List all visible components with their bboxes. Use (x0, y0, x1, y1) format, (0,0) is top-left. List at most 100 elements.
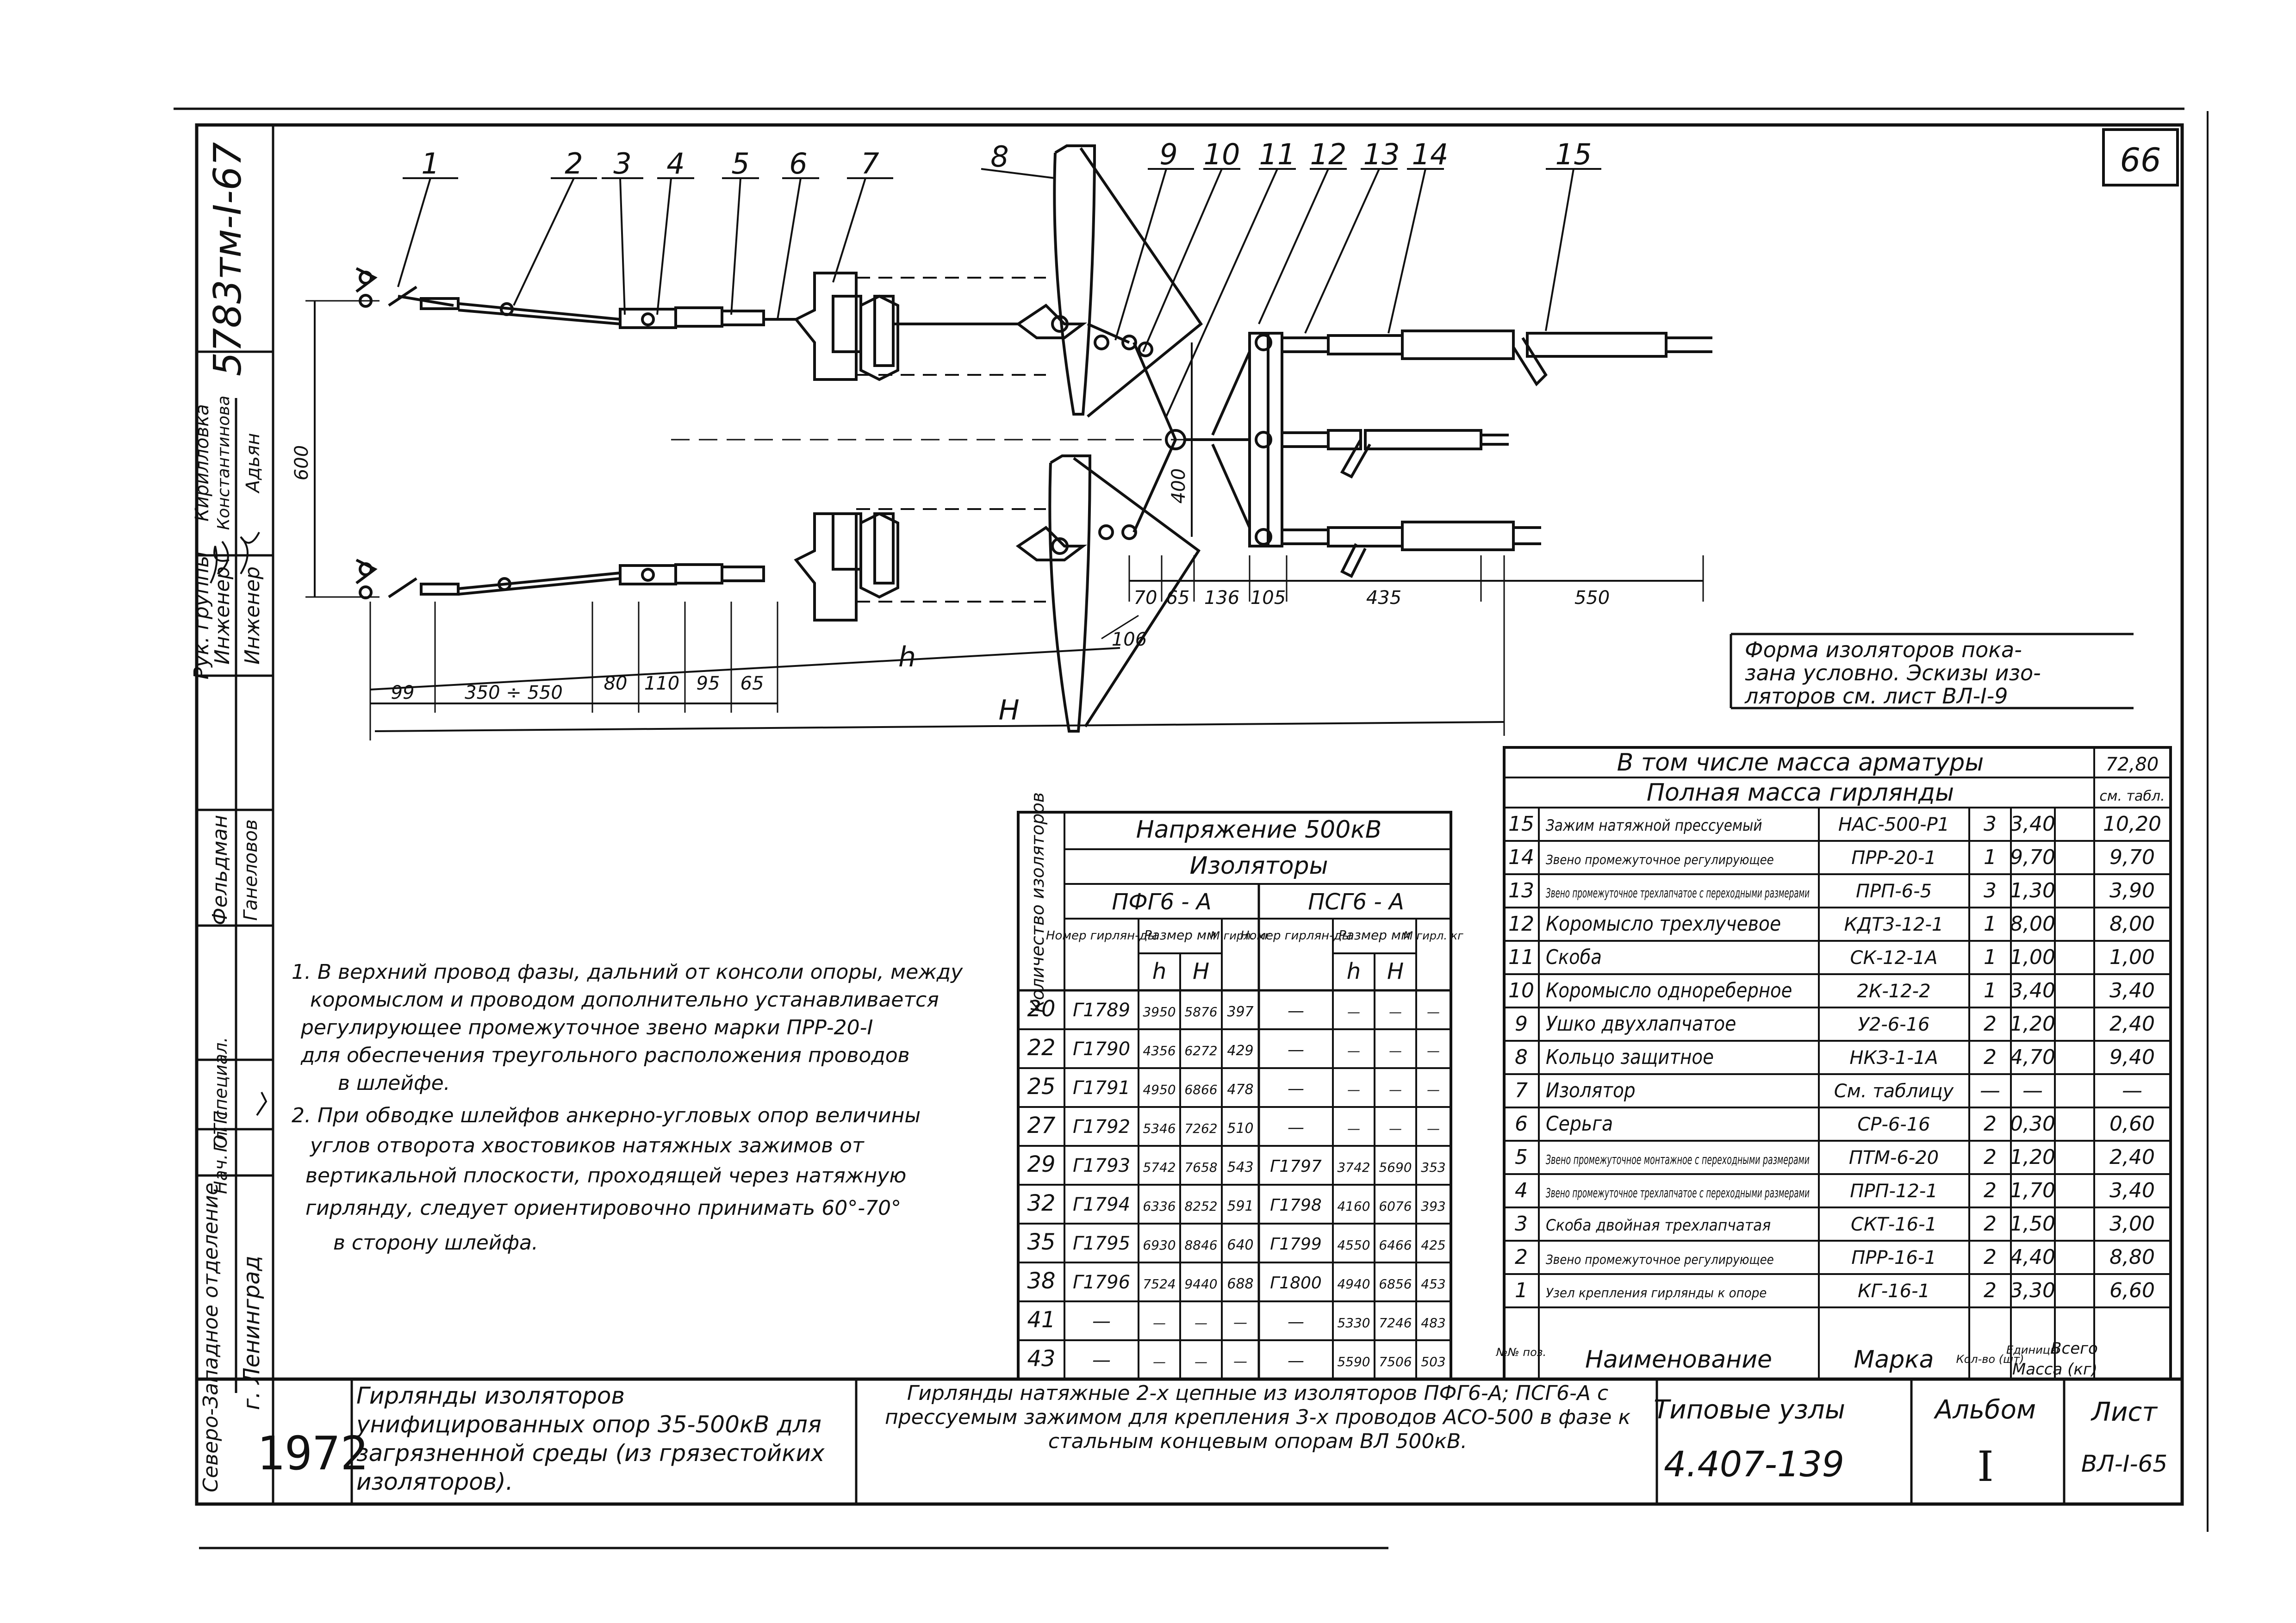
dim-550: 550 (1574, 587, 1610, 609)
parts-cell: 2 (1515, 1245, 1528, 1269)
ins-cell: 4550 (1337, 1237, 1370, 1253)
note-box-line-2: зана условно. Эскизы изо- (1745, 660, 2041, 685)
ins-cell: 3742 (1337, 1160, 1370, 1175)
ins-cell: 4940 (1337, 1276, 1370, 1292)
ins-cell: 8252 (1184, 1199, 1217, 1214)
role-inzhener-1: Инженер (211, 566, 234, 665)
callout-6: 6 (789, 147, 807, 180)
parts-cell: 2 (1984, 1112, 1997, 1136)
name-ganelovov: Ганеловов (240, 819, 261, 920)
ins-cell: 5330 (1337, 1315, 1370, 1331)
typical-nodes-value: 4.407-139 (1664, 1443, 1844, 1485)
dim-65b: 65 (740, 673, 764, 694)
ins-cell: — (1427, 1121, 1440, 1136)
note-box-line-3: ляторов см. лист ВЛ-I-9 (1744, 684, 2008, 709)
ins-cell: 6930 (1143, 1237, 1176, 1253)
album-label: Альбом (1934, 1395, 2036, 1425)
ins-cell: 7262 (1184, 1121, 1217, 1136)
ins-cell: 7506 (1379, 1354, 1412, 1369)
ins-cell: 393 (1421, 1199, 1445, 1214)
ins-cell: 5690 (1379, 1160, 1412, 1175)
parts-cell: 4,40 (2010, 1245, 2055, 1269)
ins-cell: Г1791 (1073, 1077, 1130, 1099)
parts-cell: СР-6-16 (1857, 1114, 1930, 1135)
parts-cell: 2К-12-2 (1857, 981, 1930, 1002)
ins-cell: 7524 (1143, 1276, 1176, 1292)
parts-cell: 0,30 (2010, 1112, 2055, 1136)
callout-1: 1 (421, 147, 439, 180)
ins-cell: 29 (1027, 1151, 1055, 1177)
dim-95: 95 (697, 673, 720, 694)
parts-cell: Звено промежуточное регулирующее (1546, 1252, 1774, 1267)
parts-cell: 3 (1984, 879, 1997, 902)
ins-cell: 5346 (1143, 1121, 1176, 1136)
ins-cell: 43 (1027, 1346, 1055, 1372)
side-stamp: 5783тм-I-67 Рук. группы Инженер Инженер … (190, 125, 274, 1504)
parts-cell: 1 (1984, 945, 1997, 969)
parts-cell: КГ-16-1 (1858, 1281, 1930, 1302)
parts-cell: 2 (1984, 1279, 1997, 1302)
mass-total-label: Полная масса гирлянды (1647, 779, 1954, 807)
ins-cell: 6076 (1379, 1199, 1412, 1214)
parts-cell: 2 (1984, 1245, 1997, 1269)
ins-cell: — (1389, 1043, 1402, 1058)
parts-cell: 4 (1515, 1179, 1528, 1202)
ins-cell: Г1794 (1073, 1194, 1130, 1215)
ins-cell: — (1347, 1082, 1360, 1097)
ins-cell: 6336 (1143, 1199, 1176, 1214)
parts-cell: 8,00 (2010, 912, 2055, 936)
ins-cell: — (1195, 1354, 1207, 1369)
note-line-8: вертикальной плоскости, проходящей через… (305, 1164, 906, 1188)
parts-cell: 2 (1984, 1045, 1997, 1069)
ins-cell: — (1389, 1004, 1402, 1020)
ins-cell: 6866 (1184, 1082, 1217, 1097)
parts-cell: 0,60 (2109, 1112, 2155, 1136)
ins-col-number-2: Номер гирлян-ды (1240, 929, 1351, 943)
ins-cell: 27 (1027, 1113, 1056, 1138)
ins-cell: — (1233, 1354, 1247, 1370)
org-name: Северо-Западное отделение (199, 1182, 223, 1492)
parts-cell: 9,70 (2010, 846, 2055, 869)
callout-15: 15 (1556, 137, 1592, 171)
dim-400: 400 (1168, 468, 1189, 504)
parts-cell: 8,00 (2109, 912, 2155, 936)
parts-cell: 9 (1515, 1012, 1528, 1036)
parts-cell: 7 (1515, 1079, 1528, 1102)
role-nach-otp: Нач. ОТП (211, 1111, 231, 1194)
ins-cell: — (1347, 1043, 1360, 1058)
ins-cell: Г1789 (1073, 1000, 1130, 1021)
ins-cell: — (1389, 1121, 1402, 1136)
parts-cell: 2 (1984, 1145, 1997, 1169)
dim-H: H (998, 694, 1019, 727)
ins-cell: 35 (1027, 1229, 1055, 1255)
dim-435: 435 (1366, 587, 1401, 609)
role-inzhener-2: Инженер (241, 566, 264, 665)
ins-cell: 4160 (1337, 1199, 1370, 1214)
callout-11: 11 (1259, 137, 1296, 171)
ins-cell: 640 (1227, 1237, 1253, 1253)
callout-4: 4 (666, 147, 684, 180)
ins-cell: 503 (1421, 1354, 1445, 1369)
note-line-9: гирлянду, следует ориентировочно принима… (305, 1196, 901, 1220)
parts-cell: Звено промежуточное трехлапчатое с перех… (1546, 885, 1810, 901)
parts-cell: 15 (1508, 812, 1534, 836)
parts-cell: 2 (1984, 1212, 1997, 1236)
parts-cell: 1 (1984, 979, 1997, 1002)
callout-8: 8 (990, 140, 1008, 174)
parts-cell: Звено промежуточное монтажное с переходн… (1546, 1152, 1810, 1167)
parts-cell: См. таблицу (1834, 1081, 1954, 1102)
ins-cell: Г1790 (1073, 1038, 1130, 1060)
dim-65: 65 (1166, 587, 1190, 609)
parts-cell: 5 (1515, 1145, 1528, 1169)
ins-cell: — (1195, 1315, 1207, 1331)
hdr-qty: Кол-во (шт) (1956, 1353, 2024, 1366)
ins-col-h-2: h (1347, 958, 1361, 984)
parts-cell: 4,70 (2010, 1045, 2055, 1069)
parts-cell: 3,40 (2010, 812, 2055, 836)
parts-cell: Серьга (1546, 1112, 1613, 1136)
parts-cell: 6 (1515, 1112, 1528, 1136)
hdr-all: Всего (2051, 1339, 2098, 1358)
note-line-2: коромыслом и проводом дополнительно уста… (310, 988, 939, 1012)
parts-cell: 1 (1984, 846, 1997, 869)
dimension-labels: 600 400 70 65 136 105 435 550 106 99 350… (291, 445, 1610, 727)
